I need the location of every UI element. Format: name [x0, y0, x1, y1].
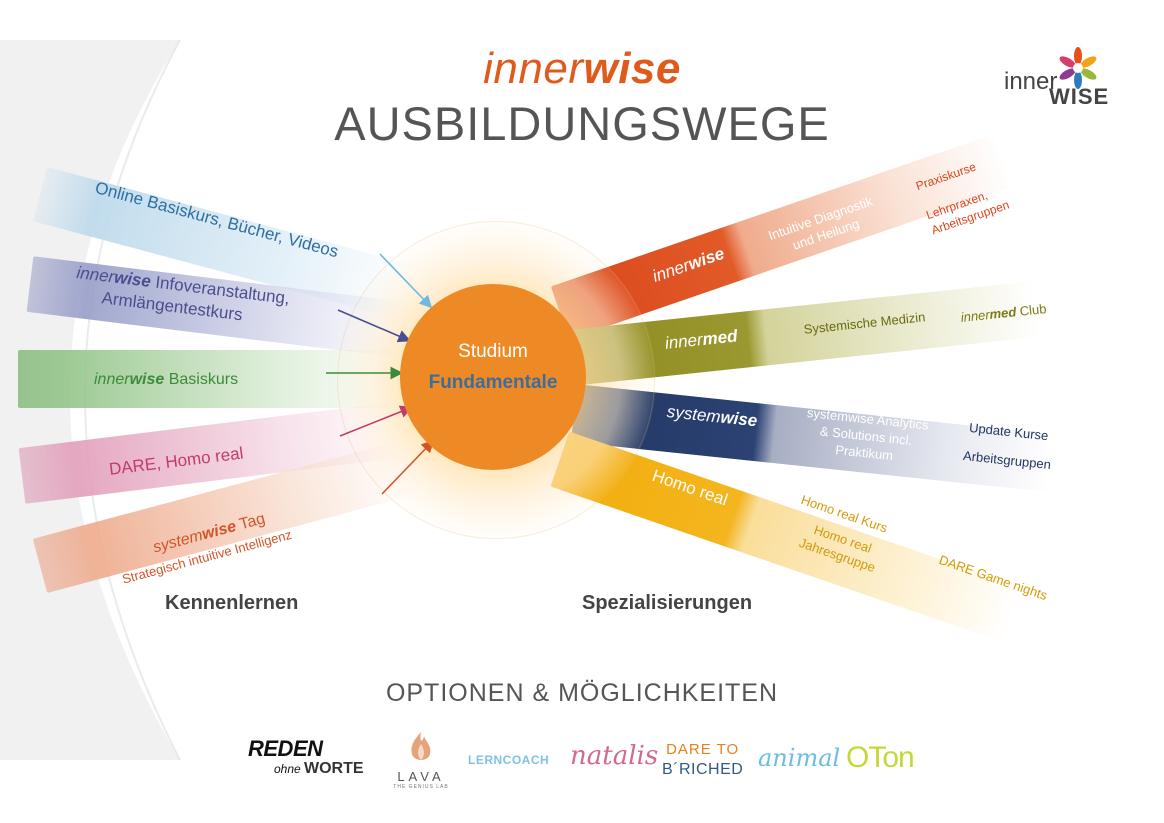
partner-reden-ohne-worte: REDEN ohne WORTE: [248, 736, 364, 778]
left-heading: Kennenlernen: [165, 592, 299, 614]
center-circle: [400, 284, 586, 470]
left-label-basiskurs: innerwise Basiskurs: [94, 371, 239, 388]
partner-lava: LAVA THE GENIUS LAB: [386, 730, 456, 790]
center-line1: Studium: [458, 341, 528, 362]
brand-title: innerwise: [0, 44, 1164, 94]
brand-title-bold: wise: [583, 44, 681, 93]
partner-lerncoach: LERNCOACH: [468, 753, 550, 767]
innerwise-logo: inner WISE: [1004, 46, 1114, 110]
flower-icon: [1059, 47, 1097, 89]
brand-title-light: inner: [483, 44, 584, 93]
page-title: AUSBILDUNGSWEGE: [334, 97, 830, 150]
logo-wise-text: WISE: [1049, 84, 1110, 109]
options-heading: OPTIONEN & MÖGLICHKEITEN: [385, 679, 779, 707]
flame-icon: [411, 732, 431, 760]
partner-natalis: natalis: [570, 741, 659, 771]
right-heading: Spezialisierungen: [582, 592, 753, 614]
partner-dare-to-briched: DARE TO B´RICHED: [662, 741, 744, 778]
left-band-basiskurs: [18, 350, 398, 408]
partner-animal: animal: [758, 744, 841, 772]
partner-oton: OTon: [846, 741, 915, 774]
logo-inner-text: inner: [1004, 68, 1058, 95]
center-line2: Fundamentale: [428, 372, 558, 393]
